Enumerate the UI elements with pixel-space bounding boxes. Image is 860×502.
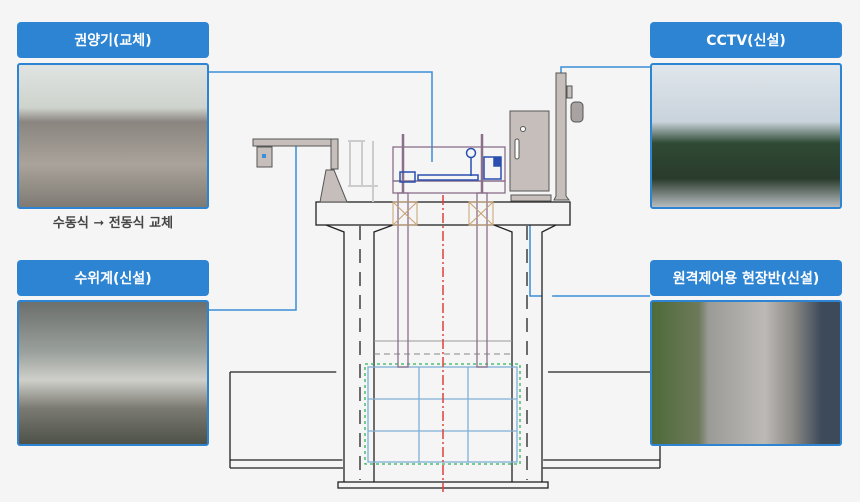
water-gauge-title: 수위계(신설) bbox=[74, 271, 152, 287]
cctv-pole bbox=[553, 72, 584, 201]
hoist-label: 권양기(교체) bbox=[17, 22, 209, 58]
panel-title: 원격제어용 현장반(신설) bbox=[672, 271, 820, 287]
water-gauge-photo bbox=[17, 300, 209, 446]
cctv-photo bbox=[650, 63, 842, 209]
railing bbox=[348, 140, 378, 202]
stem-bearings bbox=[392, 201, 494, 226]
hoist-photo bbox=[17, 63, 209, 209]
panel-label: 원격제어용 현장반(신설) bbox=[650, 260, 842, 296]
cctv-title: CCTV(신설) bbox=[706, 33, 786, 49]
gate-guide bbox=[364, 363, 521, 465]
cctv-label: CCTV(신설) bbox=[650, 22, 842, 58]
water-level-gauge bbox=[252, 138, 348, 203]
hoist-caption: 수동식 ➞ 전동식 교체 bbox=[52, 216, 174, 231]
hoist-motor bbox=[399, 147, 502, 183]
control-cabinet bbox=[509, 110, 552, 202]
ground-lines bbox=[229, 371, 661, 469]
panel-photo bbox=[650, 300, 842, 446]
water-gauge-label: 수위계(신설) bbox=[17, 260, 209, 296]
hoist-title: 권양기(교체) bbox=[74, 33, 152, 49]
stems bbox=[392, 134, 506, 368]
leader-lines bbox=[209, 66, 650, 311]
